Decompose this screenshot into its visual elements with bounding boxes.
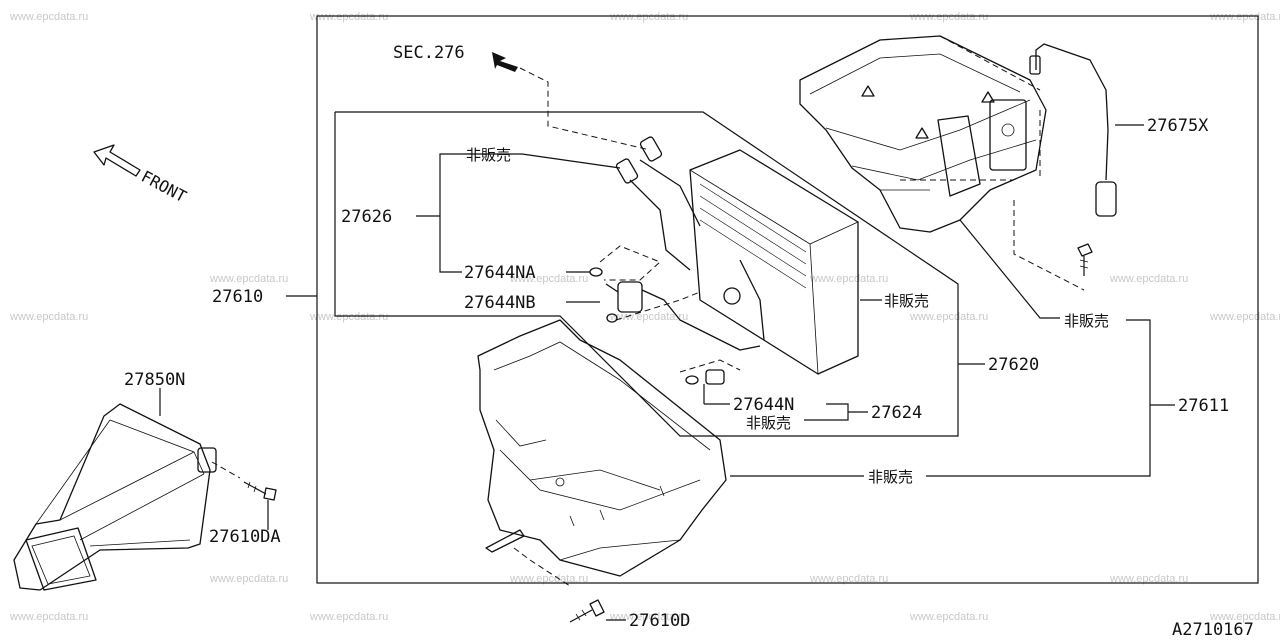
watermark-text: www.epcdata.ru <box>809 273 888 285</box>
bracket-27611 <box>926 319 1151 477</box>
watermark-text: www.epcdata.ru <box>509 573 588 585</box>
part-label-27675X[interactable]: 27675X <box>1147 116 1209 136</box>
leader-pipe-nfs <box>521 153 621 169</box>
watermark-text: www.epcdata.ru <box>309 11 388 23</box>
watermark-text: www.epcdata.ru <box>1209 611 1280 623</box>
watermark-text: www.epcdata.ru <box>809 573 888 585</box>
not-for-sale-evaporator: 非販売 <box>884 292 929 310</box>
part-label-27610DA[interactable]: 27610DA <box>209 527 281 547</box>
watermark-text: www.epcdata.ru <box>909 11 988 23</box>
evaporator-subframe <box>334 111 959 437</box>
leader-blower-nfs <box>959 219 1060 319</box>
not-for-sale-pipe: 非販売 <box>466 146 511 164</box>
watermark-text: www.epcdata.ru <box>609 11 688 23</box>
watermark-text: www.epcdata.ru <box>1209 311 1280 323</box>
sec-276-label[interactable]: SEC.276 <box>393 43 465 63</box>
watermark-text: www.epcdata.ru <box>609 611 688 623</box>
case-screw-drawing <box>513 547 605 623</box>
watermark-text: www.epcdata.ru <box>1109 573 1188 585</box>
o-ring-dash <box>599 245 661 281</box>
air-duct-drawing <box>13 403 217 591</box>
watermark-text: www.epcdata.ru <box>909 611 988 623</box>
watermark-text: www.epcdata.ru <box>209 273 288 285</box>
watermarks: www.epcdata.ru www.epcdata.ru www.epcdat… <box>9 11 1280 623</box>
watermark-text: www.epcdata.ru <box>9 611 88 623</box>
front-label: FRONT <box>138 167 190 207</box>
pipe-dash-line <box>519 67 651 151</box>
part-label-27850N[interactable]: 27850N <box>124 370 185 390</box>
part-label-27611[interactable]: 27611 <box>1178 396 1229 416</box>
blower-screw-drawing <box>1013 200 1093 291</box>
part-label-27626[interactable]: 27626 <box>341 207 392 227</box>
part-label-27620[interactable]: 27620 <box>988 355 1039 375</box>
duct-screw-drawing <box>211 461 277 530</box>
bracket-27626 <box>439 153 522 273</box>
part-label-27610[interactable]: 27610 <box>212 287 263 307</box>
watermark-text: www.epcdata.ru <box>1209 11 1280 23</box>
watermark-text: www.epcdata.ru <box>1109 273 1188 285</box>
front-indicator: FRONT <box>93 144 190 207</box>
o-ring-27644NA <box>589 267 603 277</box>
sec-276-reference[interactable]: SEC.276 <box>393 43 518 72</box>
watermark-text: www.epcdata.ru <box>909 311 988 323</box>
not-for-sale-case-upper: 非販売 <box>1064 312 1109 330</box>
expansion-valve-drawing <box>605 281 761 351</box>
watermark-text: www.epcdata.ru <box>9 11 88 23</box>
front-arrow-icon <box>93 144 141 177</box>
watermark-text: www.epcdata.ru <box>609 311 688 323</box>
evaporator-core-drawing <box>615 136 859 375</box>
bracket-27624 <box>804 403 849 421</box>
part-label-27610D[interactable]: 27610D <box>629 611 690 631</box>
watermark-text: www.epcdata.ru <box>509 273 588 285</box>
sec-arrow-icon <box>492 52 518 72</box>
thermo-sensor-drawing <box>1029 43 1117 217</box>
not-for-sale-drain: 非販売 <box>746 414 791 432</box>
not-for-sale-case-lower: 非販売 <box>868 468 913 486</box>
part-label-27644NA[interactable]: 27644NA <box>464 263 536 283</box>
watermark-text: www.epcdata.ru <box>309 611 388 623</box>
lower-case-drawing <box>477 319 727 577</box>
watermark-text: www.epcdata.ru <box>209 573 288 585</box>
drain-o-ring-drawing <box>679 359 741 404</box>
part-label-27644NB[interactable]: 27644NB <box>464 293 536 313</box>
part-label-27624[interactable]: 27624 <box>871 403 922 423</box>
part-label-27644N[interactable]: 27644N <box>733 395 794 415</box>
watermark-text: www.epcdata.ru <box>309 311 388 323</box>
watermark-text: www.epcdata.ru <box>9 311 88 323</box>
assembly-frame <box>316 15 1259 584</box>
diagram-id: A2710167 <box>1172 620 1254 640</box>
